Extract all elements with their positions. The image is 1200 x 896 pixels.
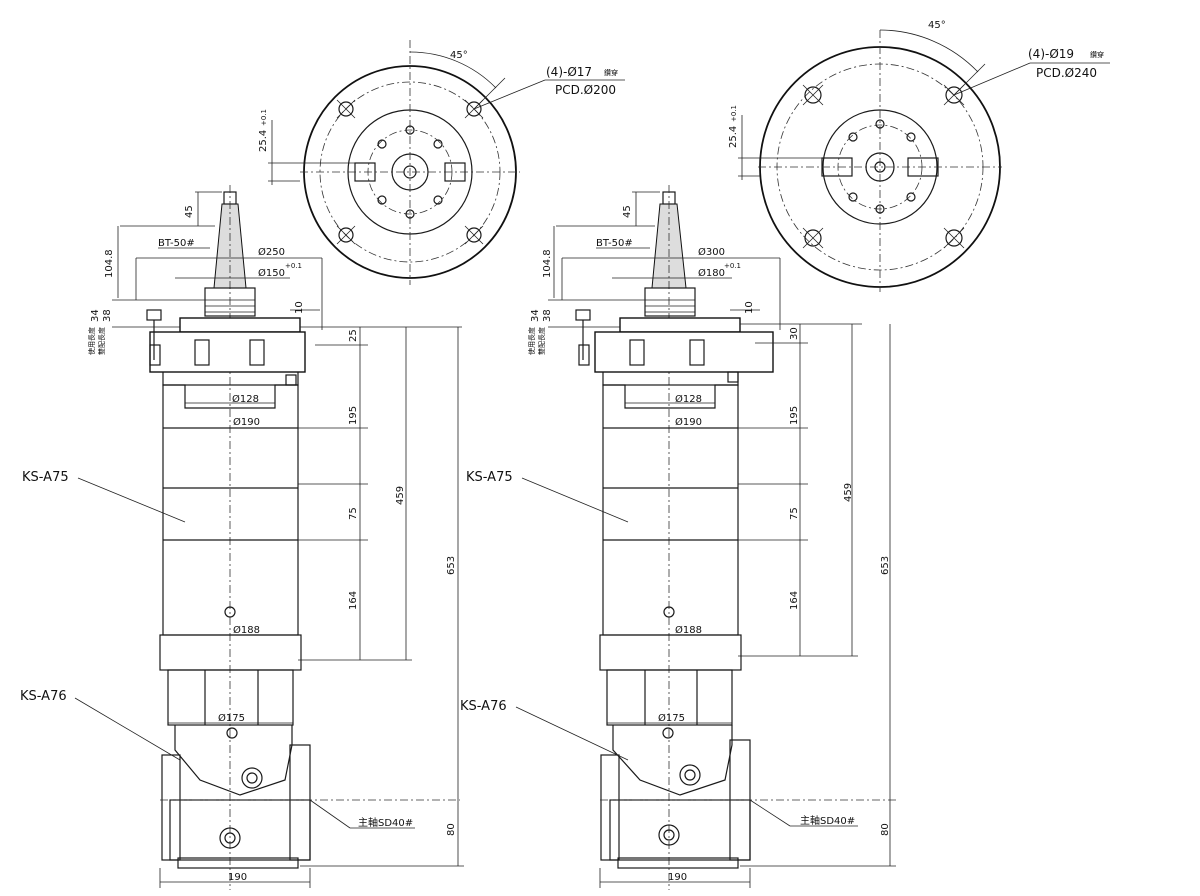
right-dim-h5: 195 xyxy=(789,406,800,425)
right-d-lower: Ø188 xyxy=(675,624,702,636)
left-dim-top: 45 xyxy=(184,205,195,218)
left-d-neck: Ø128 xyxy=(232,393,259,405)
right-dim-total: 653 xyxy=(880,556,891,575)
right-d-outer: Ø300 xyxy=(698,246,725,258)
left-tool: BT-50# xyxy=(158,238,195,249)
right-flange-top-view: 45° (4)-Ø19 鑽穿 PCD.Ø240 25.4 +0.1 xyxy=(728,20,1110,292)
right-base-width: 190 xyxy=(668,872,687,883)
left-d-inner-tol: +0.1 xyxy=(285,262,302,270)
right-d-inner-tol: +0.1 xyxy=(724,262,741,270)
left-dim-base: 80 xyxy=(446,823,457,836)
left-note-fix: 雙配長度 xyxy=(97,327,106,355)
left-flange-hole xyxy=(336,99,484,245)
left-dim-small: 10 xyxy=(294,301,305,314)
left-dim-h3: 38 xyxy=(102,309,113,322)
right-dim-small: 10 xyxy=(744,301,755,314)
right-pcd: PCD.Ø240 xyxy=(1036,66,1097,80)
right-hole-spec: (4)-Ø19 xyxy=(1028,47,1074,61)
right-offset: 25.4 xyxy=(728,126,739,148)
left-flange-top-view: 45° (4)-Ø17 鑽穿 PCD.Ø200 25.4 +0.1 xyxy=(258,40,625,285)
left-d-base: Ø175 xyxy=(218,712,245,724)
left-inner-bolt xyxy=(377,125,443,219)
right-dim-h4: 30 xyxy=(789,327,800,340)
right-dim-h6: 75 xyxy=(789,507,800,520)
left-dim-h7: 164 xyxy=(348,591,359,610)
left-label-a76: KS-A76 xyxy=(20,689,67,704)
right-tool: BT-50# xyxy=(596,238,633,249)
left-dim-h6: 75 xyxy=(348,507,359,520)
left-drawing: 45° (4)-Ø17 鑽穿 PCD.Ø200 25.4 +0.1 xyxy=(20,40,625,890)
right-d-base: Ø175 xyxy=(658,712,685,724)
right-label-a76: KS-A76 xyxy=(460,699,507,714)
left-pcd: PCD.Ø200 xyxy=(555,83,616,97)
right-angle-label: 45° xyxy=(928,20,946,31)
left-d-body: Ø190 xyxy=(233,416,260,428)
left-hole-note: 鑽穿 xyxy=(604,68,618,77)
right-d-neck: Ø128 xyxy=(675,393,702,405)
right-dim-h7: 164 xyxy=(789,591,800,610)
right-note-fix: 雙配長度 xyxy=(537,327,546,355)
right-dim-h2: 34 xyxy=(530,309,541,322)
right-label-a75: KS-A75 xyxy=(466,470,513,485)
left-note-use: 使用長度 xyxy=(87,327,96,355)
right-flange-hole xyxy=(802,84,965,249)
left-dim-h2: 34 xyxy=(90,309,101,322)
right-spindle-side-view xyxy=(575,185,898,890)
left-d-outer: Ø250 xyxy=(258,246,285,258)
right-inner-bolt xyxy=(848,119,916,214)
right-dim-h3: 38 xyxy=(542,309,553,322)
right-note-use: 使用長度 xyxy=(527,327,536,355)
right-drawing: 45° (4)-Ø19 鑽穿 PCD.Ø240 25.4 +0.1 xyxy=(460,20,1110,890)
left-dimensions: 45 BT-50# 104.8 Ø250 Ø150 +0.1 34 38 使用長… xyxy=(20,191,464,888)
right-dim-body: 459 xyxy=(843,483,854,502)
right-dim-h1: 104.8 xyxy=(542,249,553,278)
right-dimensions: 45 BT-50# 104.8 Ø300 Ø180 +0.1 34 38 使用長… xyxy=(460,191,896,888)
left-angle-label: 45° xyxy=(450,50,468,61)
left-d-inner: Ø150 xyxy=(258,267,285,279)
left-dim-total: 653 xyxy=(446,556,457,575)
left-base-width: 190 xyxy=(228,872,247,883)
left-offset: 25.4 xyxy=(258,130,269,152)
right-dim-base: 80 xyxy=(880,823,891,836)
left-hole-spec: (4)-Ø17 xyxy=(546,65,592,79)
right-hole-note: 鑽穿 xyxy=(1090,50,1104,59)
left-dim-h1: 104.8 xyxy=(104,249,115,278)
right-d-inner: Ø180 xyxy=(698,267,725,279)
left-spindle-side-view xyxy=(146,185,460,890)
right-offset-tol: +0.1 xyxy=(730,105,738,122)
left-dim-h5: 195 xyxy=(348,406,359,425)
left-dim-body: 459 xyxy=(395,486,406,505)
left-dim-h4: 25 xyxy=(348,329,359,342)
left-base-note: 主軸SD40# xyxy=(358,816,413,829)
left-offset-tol: +0.1 xyxy=(260,109,268,126)
left-d-lower: Ø188 xyxy=(233,624,260,636)
right-base-note: 主軸SD40# xyxy=(800,814,855,827)
right-dim-top: 45 xyxy=(622,205,633,218)
right-d-body: Ø190 xyxy=(675,416,702,428)
left-label-a75: KS-A75 xyxy=(22,470,69,485)
